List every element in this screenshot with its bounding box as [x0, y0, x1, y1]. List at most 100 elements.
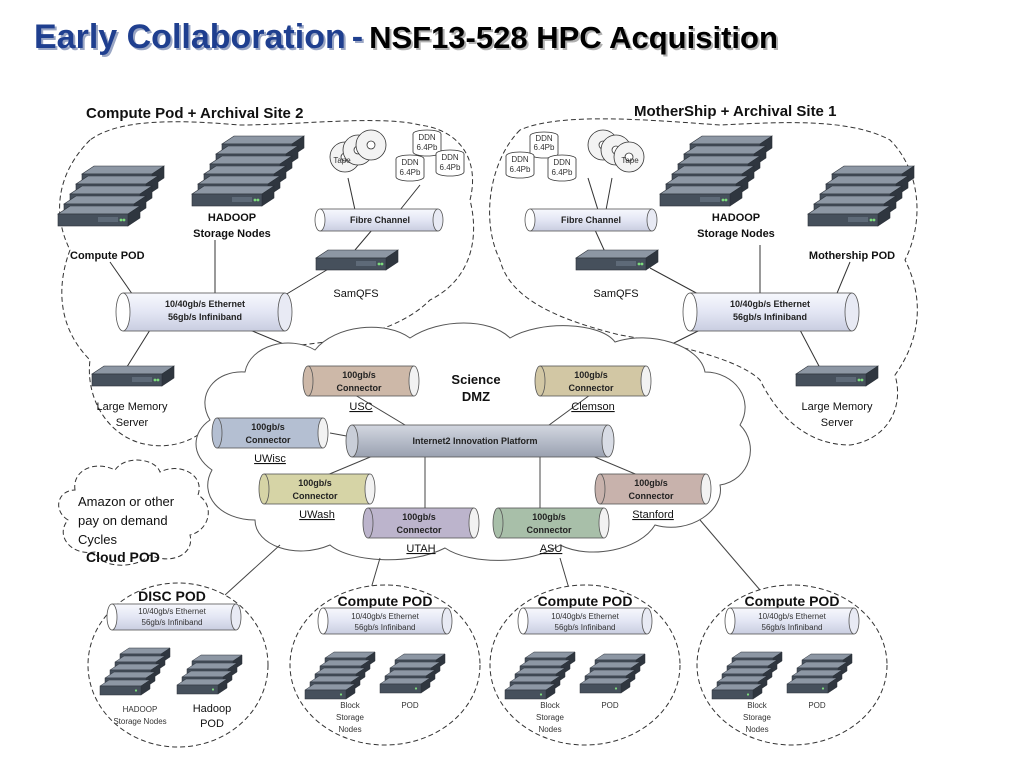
large-memory-label: Large Memory — [802, 401, 873, 413]
ddn-label: 6.4Pb — [400, 168, 421, 177]
ethernet-pipe — [682, 292, 860, 332]
connector-speed: 100gb/s — [298, 478, 332, 488]
connector-speed: 100gb/s — [574, 370, 608, 380]
cloud-pod-text: Cycles — [78, 532, 118, 547]
block-label: Block — [340, 701, 361, 710]
compute-eth-label: 56gb/s Infiniband — [555, 623, 616, 632]
link-line — [799, 329, 821, 369]
connector-speed: 100gb/s — [634, 478, 668, 488]
disc-eth-label: 56gb/s Infiniband — [142, 618, 203, 627]
disc-pod-title: DISC POD — [138, 588, 206, 604]
ddn-label: DDN — [511, 155, 529, 164]
hadoop-label: HADOOP — [208, 212, 256, 224]
block-label: Nodes — [745, 725, 768, 734]
ddn-label: 6.4Pb — [440, 163, 461, 172]
link-line — [354, 229, 373, 251]
hadoop-servers — [191, 135, 305, 207]
ddn-label: DDN — [441, 153, 459, 162]
compute-eth-label: 10/40gb/s Ethernet — [351, 612, 419, 621]
large-memory-label: Large Memory — [97, 401, 168, 413]
block-label: Block — [747, 701, 768, 710]
cloud-pod-boundary — [58, 459, 209, 566]
compute-eth-label: 10/40gb/s Ethernet — [758, 612, 826, 621]
block-label: Nodes — [338, 725, 361, 734]
ethernet-pipe — [115, 292, 293, 332]
connector-label: Connector — [527, 525, 572, 535]
connector-label: Connector — [337, 383, 382, 393]
right-site-boundary — [489, 118, 918, 446]
ddn-label: 6.4Pb — [552, 168, 573, 177]
block-label: Nodes — [538, 725, 561, 734]
ethernet-label: 10/40gb/s Ethernet — [165, 299, 245, 309]
block-label: Storage — [336, 713, 365, 722]
title-subtitle: NSF13-528 HPC Acquisition — [369, 20, 778, 55]
link-line — [605, 177, 613, 211]
compute-pod-label: Compute POD — [70, 250, 145, 262]
large-memory-label: Server — [116, 417, 149, 429]
connector-site-name: UTAH — [406, 543, 435, 555]
link-line — [594, 229, 606, 253]
title-main: Early Collaboration — [34, 18, 346, 56]
connector-site-name: Stanford — [632, 509, 674, 521]
mothership-pod-servers — [807, 165, 915, 227]
disc-eth-label: 10/40gb/s Ethernet — [138, 607, 206, 616]
connector-label: Connector — [293, 491, 338, 501]
link-line — [284, 267, 331, 296]
left-site-header: Compute Pod + Archival Site 2 — [86, 105, 303, 122]
compute-eth-label: 56gb/s Infiniband — [355, 623, 416, 632]
compute-eth-label: 56gb/s Infiniband — [762, 623, 823, 632]
link-line — [347, 177, 356, 211]
connector-label: Connector — [246, 435, 291, 445]
ddn-label: 6.4Pb — [534, 143, 555, 152]
link-line — [224, 544, 281, 596]
connector-label: Connector — [569, 383, 614, 393]
internet2-platform — [345, 424, 615, 458]
disc-left-label: Storage Nodes — [113, 717, 166, 726]
link-line — [699, 519, 761, 591]
mothership-pod-label: Mothership POD — [809, 250, 895, 262]
link-line — [544, 394, 591, 429]
connector-site-name: ASU — [540, 543, 563, 555]
samqfs-label: SamQFS — [333, 288, 378, 300]
dmz-label: DMZ — [462, 389, 490, 404]
link-line — [109, 261, 136, 299]
right-site-header: MotherShip + Archival Site 1 — [634, 103, 836, 120]
connector-site-name: USC — [349, 401, 372, 413]
connector-site-name: Clemson — [571, 401, 614, 413]
pod-label: POD — [808, 701, 826, 710]
compute-pods: Compute POD 10/40gb/s Ethernet 56gb/s Infi… — [289, 584, 888, 746]
disc-right-label: Hadoop — [193, 703, 232, 715]
hadoop-servers — [659, 135, 773, 207]
block-label: Block — [540, 701, 561, 710]
ethernet-label: 56gb/s Infiniband — [733, 312, 807, 322]
connector-speed: 100gb/s — [342, 370, 376, 380]
compute-pod-servers — [57, 165, 165, 227]
large-memory-label: Server — [821, 417, 854, 429]
pod-label: POD — [401, 701, 419, 710]
tape-library — [329, 129, 387, 173]
samqfs-server — [575, 249, 659, 271]
link-line — [649, 267, 701, 296]
dmz-label: Science — [451, 372, 500, 387]
tape-library — [587, 129, 645, 173]
title-separator: - — [351, 18, 364, 56]
link-line — [589, 454, 641, 477]
link-line — [124, 329, 151, 371]
pod-label: POD — [601, 701, 619, 710]
connector-site-name: UWash — [299, 509, 335, 521]
large-memory-server — [91, 365, 175, 387]
compute-pod-3: Compute POD 10/40gb/s Ethernet 56gb/s Infi… — [696, 584, 888, 746]
fibre-channel-pipe — [524, 208, 658, 232]
compute-pod-title: Compute POD — [745, 593, 840, 609]
block-label: Storage — [536, 713, 565, 722]
samqfs-server — [315, 249, 399, 271]
compute-eth-label: 10/40gb/s Ethernet — [551, 612, 619, 621]
